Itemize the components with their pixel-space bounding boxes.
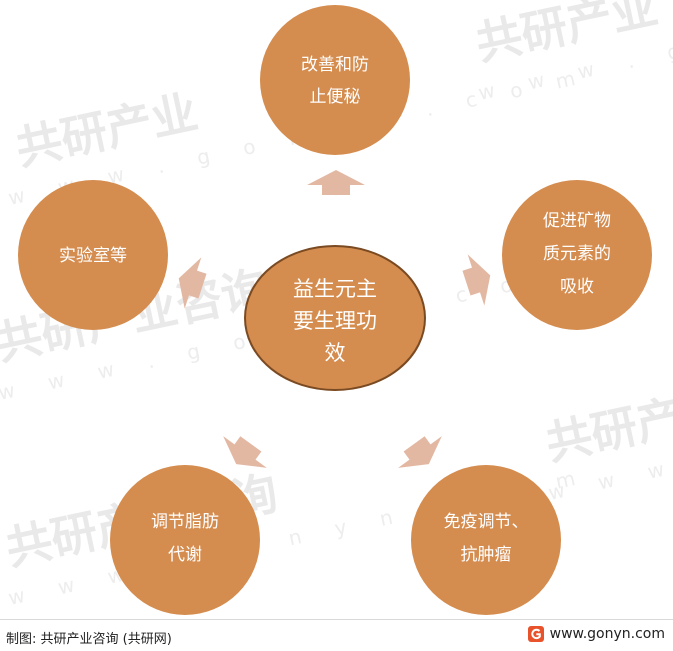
node-right-line-1: 促进矿物 <box>543 211 611 231</box>
node-top-circle <box>260 5 410 155</box>
node-bottom-right-line-1: 免疫调节、 <box>444 512 529 532</box>
node-left: 实验室等 <box>18 180 168 330</box>
arrow-upper-right-shape <box>462 254 491 306</box>
footer: 制图: 共研产业咨询 (共研网) www.gonyn.com <box>0 619 673 651</box>
center-line-2: 要生理功 <box>293 309 377 333</box>
gonyn-logo-icon <box>527 626 544 642</box>
watermark-brand-4: 共研产业 <box>541 380 673 471</box>
node-left-line-1: 实验室等 <box>59 246 127 266</box>
node-top-line-1: 改善和防 <box>301 55 369 75</box>
node-right: 促进矿物 质元素的 吸收 <box>502 180 652 330</box>
node-right-line-2: 质元素的 <box>543 244 611 264</box>
footer-brand: www.gonyn.com <box>527 626 665 642</box>
node-bottom-right-circle <box>411 465 561 615</box>
node-left-circle <box>18 180 168 330</box>
center-line-1: 益生元主 <box>293 277 377 301</box>
arrow-upper-right <box>462 254 491 306</box>
node-bottom-left-circle <box>110 465 260 615</box>
node-right-line-3: 吸收 <box>560 277 594 297</box>
arrow-upper-left-shape <box>178 257 207 309</box>
center-node: 益生元主 要生理功 效 <box>244 245 426 391</box>
arrow-lower-right <box>398 436 442 468</box>
arrow-lower-right-shape <box>398 436 442 468</box>
node-bottom-left: 调节脂肪 代谢 <box>110 465 260 615</box>
node-bottom-left-line-2: 代谢 <box>168 545 202 565</box>
node-top-line-2: 止便秘 <box>310 87 361 107</box>
footer-url[interactable]: www.gonyn.com <box>549 626 665 642</box>
node-bottom-left-line-1: 调节脂肪 <box>151 512 219 532</box>
arrow-up-shape <box>307 170 365 195</box>
footer-source: 制图: 共研产业咨询 (共研网) <box>6 632 172 647</box>
arrow-up <box>307 170 365 195</box>
node-bottom-right-line-2: 抗肿瘤 <box>461 545 512 565</box>
center-node-ellipse <box>244 245 426 391</box>
center-line-3: 效 <box>325 341 346 365</box>
diagram-canvas: 共研产业 w w w . g o n y n . c o m 共研产业 w w … <box>0 0 673 615</box>
arrow-upper-left <box>178 257 207 309</box>
node-bottom-right: 免疫调节、 抗肿瘤 <box>411 465 561 615</box>
node-top: 改善和防 止便秘 <box>260 5 410 155</box>
node-right-circle <box>502 180 652 330</box>
